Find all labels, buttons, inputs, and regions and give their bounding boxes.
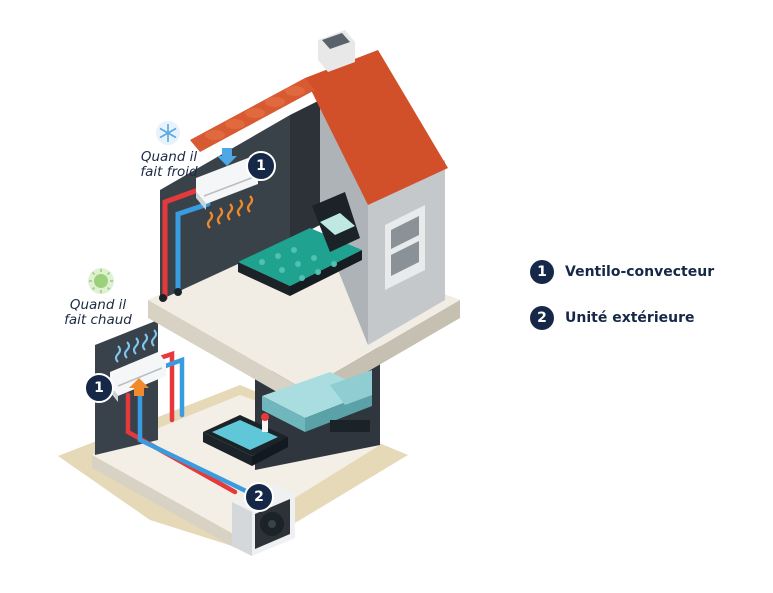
legend-label: Ventilo-convecteur [565,264,715,280]
ground-floor-edge [92,455,235,548]
bed [238,192,362,296]
cold-arrow-icon [217,148,237,166]
pipes-lower [125,350,251,495]
cool-airflow-icon [115,329,157,363]
window-pane-top [391,216,419,249]
badge-outdoor: 2 [244,482,274,512]
sun-icon [88,268,114,294]
roof-tiles [205,86,305,140]
caption-cold: Quand il fait froid [140,149,198,180]
roof [305,50,448,205]
legend-number: 2 [530,306,554,330]
warm-airflow-icon [206,195,254,229]
upper-floor-edge [148,300,305,408]
upper-back-wall [290,100,320,240]
indoor-unit-upper [196,158,258,210]
pipe-hole-hot [159,294,167,302]
badge-indoor-upper: 1 [246,151,276,181]
sofa [262,370,372,432]
legend-item-indoor-unit: 1 Ventilo-convecteur [530,259,714,285]
window-pane-bottom [391,241,419,276]
legend-number: 1 [530,260,554,284]
coffee-table [203,413,288,466]
pipe-hole-cold [174,288,182,296]
snowflake-icon [156,121,180,145]
badge-indoor-lower: 1 [84,373,114,403]
chimney-top [322,33,350,49]
pipes-upper [162,187,211,301]
legend: 1 Ventilo-convecteur 2 Unité extérieure [530,259,714,351]
caption-hot: Quand il fait chaud [64,297,132,328]
legend-item-outdoor-unit: 2 Unité extérieure [530,305,714,331]
legend-label: Unité extérieure [565,310,695,326]
warm-arrow-icon [129,378,149,396]
